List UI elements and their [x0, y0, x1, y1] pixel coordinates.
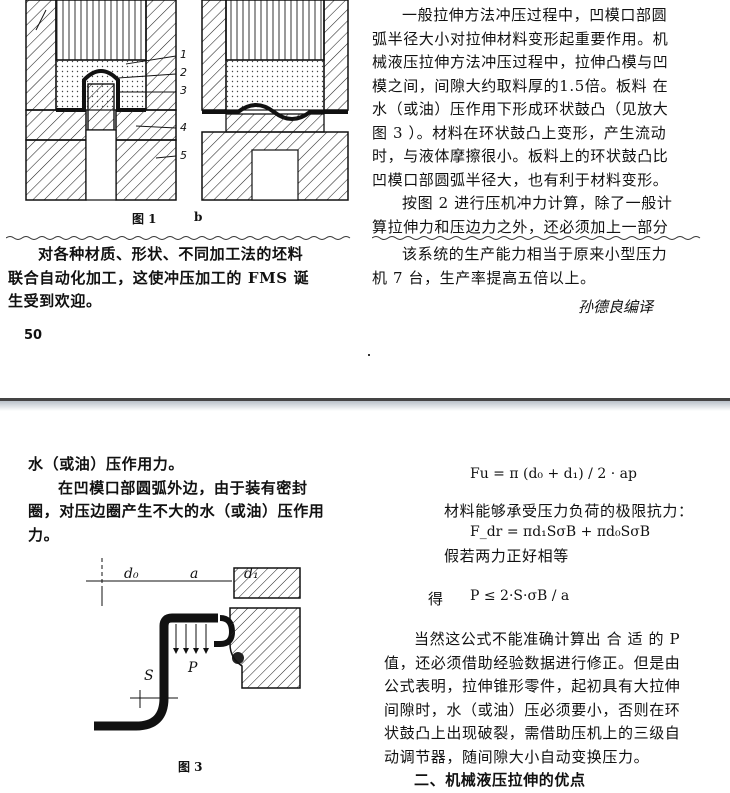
text-de: 得	[428, 590, 444, 608]
fig3-label-a: a	[190, 566, 199, 582]
fig3-label-S: S	[144, 668, 154, 684]
text-line: 水（或油）压作用下形成环状鼓凸（见放大	[372, 100, 669, 118]
fig3-label-d0: d₀	[124, 566, 139, 582]
text-line: 械液压拉伸方法冲压过程中，拉伸凸模与凹	[372, 53, 669, 71]
text-line: 一般拉伸方法冲压过程中，凹模口部圆	[402, 6, 668, 24]
text-line: 在凹模口部圆弧外边，由于装有密封	[58, 478, 308, 497]
fig1-leaders	[117, 55, 177, 159]
wavy-separator-left	[6, 236, 351, 240]
fig1-label-2: 2	[180, 66, 187, 79]
text-line: 圈，对压边圈产生不大的水（或油）压作用	[28, 502, 325, 520]
fig1-label-3: 3	[180, 84, 187, 97]
fig1-caption: 图 1	[132, 212, 157, 226]
text-line: 对各种材质、形状、不同加工法的坯料	[38, 245, 304, 263]
page-divider-shadow	[0, 401, 730, 411]
top-left-paragraph: 对各种材质、形状、不同加工法的坯料 联合自动化加工，这使冲压加工的 FMS 诞 …	[8, 243, 358, 314]
fig1-label-5: 5	[180, 149, 187, 162]
fig1-right-die	[201, 0, 349, 201]
text-line: 模之间，间隙大约取料厚的1.5倍。板料 在	[372, 76, 669, 95]
top-right-paragraph: 一般拉伸方法冲压过程中，凹模口部圆 弧半径大小对拉伸材料变形起重要作用。机 械液…	[372, 4, 708, 239]
bottom-right-paragraph: 当然这公式不能准确计算出 合 适 的 P 值，还必须借助经验数据进行修正。但是由…	[384, 628, 724, 793]
text-assume-equal: 假若两力正好相等	[444, 547, 569, 565]
text-line: 时，与液体摩擦很小。板料上的环状鼓凸比	[372, 147, 669, 165]
formula-fdr: F_dr = πd₁SσB + πd₀SσB	[470, 524, 651, 540]
text-line: 算拉伸力和压边力之外，还必须加上一部分	[372, 217, 669, 236]
page-number: 50	[24, 328, 43, 343]
dot-mark	[368, 354, 370, 356]
fig1-left-die	[25, 0, 177, 201]
figure-1: 1 2 3 4 5 图 1 b	[6, 0, 362, 232]
text-line: 水（或油）压作用力。	[28, 455, 185, 473]
text-line: 生受到欢迎。	[8, 292, 102, 310]
figure-1-drawing: 1 2 3 4 5	[25, 0, 349, 201]
formula-fu: Fu = π (d₀ + d₁) / 2 · ap	[470, 466, 637, 482]
page-divider	[0, 398, 730, 401]
text-line: 当然这公式不能准确计算出 合 适 的 P	[414, 630, 681, 648]
fig3-label-P: P	[188, 660, 198, 676]
fig3-caption: 图 3	[178, 760, 203, 774]
text-line: 联合自动化加工，这使冲压加工的 FMS 诞	[8, 268, 310, 287]
formula-p: P ≤ 2·S·σB / a	[470, 588, 570, 604]
figure-3-drawing	[86, 558, 301, 731]
text-line: 值，还必须借助经验数据进行修正。但是由	[384, 653, 681, 672]
text-line: 凹模口部圆弧半径大，也有利于材料变形。	[372, 170, 669, 189]
text-limit-force: 材料能够承受压力负荷的极限抗力：	[444, 502, 694, 520]
text-line: 弧半径大小对拉伸材料变形起重要作用。机	[372, 29, 669, 48]
text-line: 状鼓凸上出现破裂，需借助压机上的三级自	[384, 724, 681, 742]
top-right-bottom-paragraph: 该系统的生产能力相当于原来小型压力 机 7 台，生产率提高五倍以上。	[372, 243, 708, 290]
text-line: 动调节器，随间隙大小自动变换压力。	[384, 747, 650, 766]
figure-3: d₀ a d₁ S P 图 3	[80, 548, 310, 780]
fig1-label-4: 4	[180, 121, 187, 134]
text-line: 力。	[28, 525, 60, 544]
text-line: 公式表明，拉伸锥形零件，起初具有大拉伸	[384, 677, 681, 695]
text-line: 间隙时，水（或油）压必须要小，否则在环	[384, 700, 681, 719]
text-line: 机 7 台，生产率提高五倍以上。	[372, 268, 596, 287]
text-line: 该系统的生产能力相当于原来小型压力	[402, 245, 668, 263]
fig3-label-d1: d₁	[244, 566, 259, 582]
fig1-label-1: 1	[180, 48, 187, 61]
signature: 孙德良编译	[578, 298, 654, 316]
wavy-separator-right	[372, 236, 701, 240]
text-line: 按图 2 进行压机冲力计算，除了一般计	[402, 194, 673, 212]
fig1-b-label: b	[194, 210, 203, 224]
bottom-left-paragraph: 水（或油）压作用力。 在凹模口部圆弧外边，由于装有密封 圈，对压边圈产生不大的水…	[28, 453, 362, 547]
text-line: 图 3 ）。材料在环状鼓凸上变形，产生流动	[372, 123, 667, 142]
